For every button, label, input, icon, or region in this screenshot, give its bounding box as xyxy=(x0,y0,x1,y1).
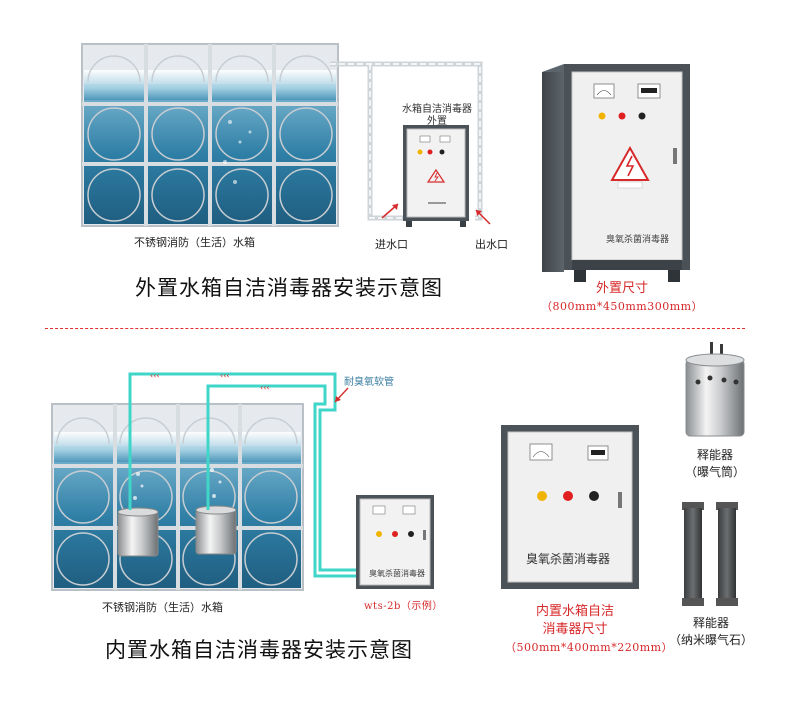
flow-arrow-icon: ‹‹‹ xyxy=(260,383,270,392)
ozone-cabinet-large-bottom xyxy=(500,424,640,590)
inlet-arrow-icon xyxy=(380,200,402,220)
releaser-label-2: （曝气筒） xyxy=(684,465,745,479)
bottom-size-title-2: 消毒器尺寸 xyxy=(542,622,608,637)
outlet-label: 出水口 xyxy=(475,238,508,251)
water-tank-top xyxy=(80,42,340,228)
bottom-size-dims: （500mm*400mm*220mm） xyxy=(505,641,674,654)
water-tank-bottom xyxy=(50,402,305,592)
top-title: 外置水箱自洁消毒器安装示意图 xyxy=(135,276,443,300)
top-size-title: 外置尺寸 xyxy=(595,281,648,296)
aeration-stone-icon xyxy=(676,500,746,610)
bottom-small-cabinet-name: 臭氧杀菌消毒器 xyxy=(369,569,425,578)
model-label: wts-2b（示例） xyxy=(364,601,443,612)
bottom-title: 内置水箱自洁消毒器安装示意图 xyxy=(105,638,413,662)
stone-label-1: 释能器 xyxy=(692,616,729,630)
section-divider xyxy=(45,328,745,329)
inlet-label: 进水口 xyxy=(375,238,408,251)
ozone-hose: ‹‹‹ ‹‹‹ ‹‹‹ xyxy=(120,370,360,580)
ozone-cabinet-small-top xyxy=(402,124,470,228)
top-device-label-1: 水箱自洁消毒器 xyxy=(402,104,472,115)
pipe-loop-top xyxy=(330,58,490,226)
aeration-cylinder-icon xyxy=(680,342,750,442)
bottom-tank-label: 不锈钢消防（生活）水箱 xyxy=(102,601,223,614)
bottom-cabinet-name: 臭氧杀菌消毒器 xyxy=(526,552,611,566)
ozone-cabinet-small-bottom xyxy=(355,494,435,590)
hose-pointer-arrow-icon xyxy=(332,386,350,406)
ozone-cabinet-large-top xyxy=(542,62,692,284)
top-device-label-2: 外置 xyxy=(427,116,447,127)
bottom-size-title-1: 内置水箱自洁 xyxy=(535,604,614,619)
releaser-label-1: 释能器 xyxy=(696,448,733,462)
flow-arrow-icon: ‹‹‹ xyxy=(220,371,230,380)
outlet-arrow-icon xyxy=(472,208,494,228)
top-cabinet-name: 臭氧杀菌消毒器 xyxy=(606,235,670,245)
stone-label-2: （纳米曝气石） xyxy=(668,633,753,647)
flow-arrow-icon: ‹‹‹ xyxy=(150,371,160,380)
top-tank-label: 不锈钢消防（生活）水箱 xyxy=(134,236,255,249)
top-size-dims: （800mm*450mm300mm） xyxy=(541,300,704,313)
hose-label: 耐臭氧软管 xyxy=(344,377,394,388)
